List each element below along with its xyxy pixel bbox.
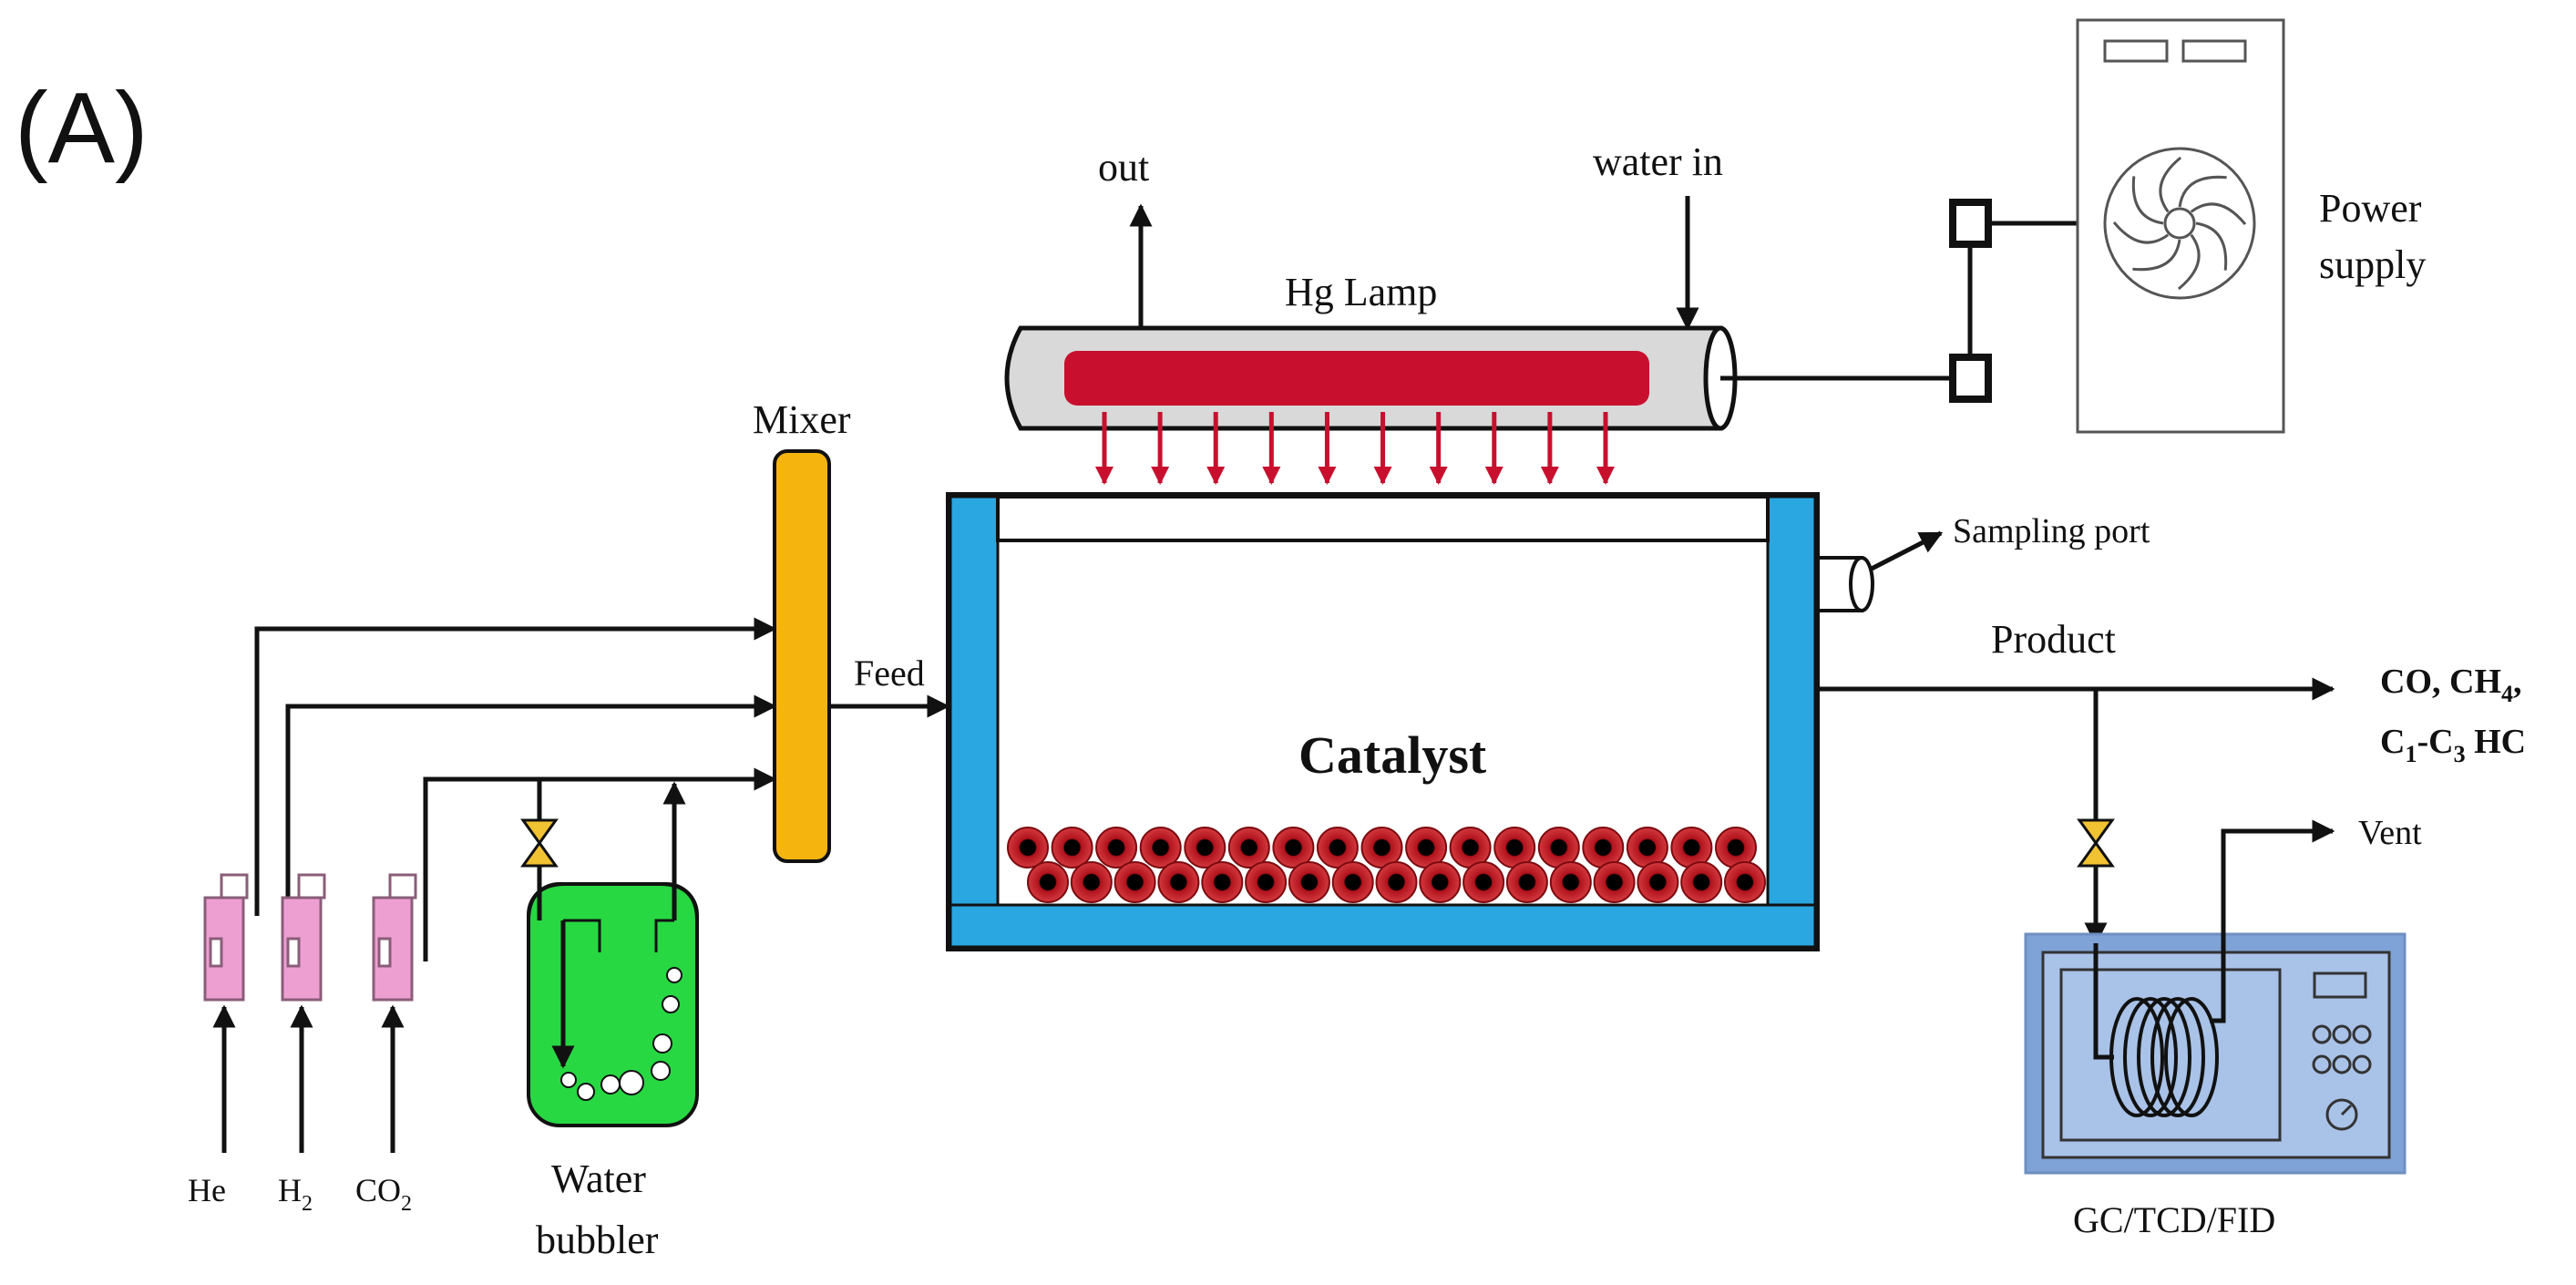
- bubbler-inner-right: [654, 919, 674, 952]
- gc-dial-needle: [2340, 1104, 2353, 1116]
- panel-label: (A): [15, 72, 149, 184]
- catalyst-pellet: [1184, 827, 1226, 869]
- gas-cylinder-he: [203, 873, 249, 1002]
- bubbler-label-line1: Water: [551, 1156, 646, 1201]
- gc-vent-line: [2210, 819, 2335, 1023]
- water-in-label: water in: [1593, 139, 1723, 184]
- gc-inlet-line: [2093, 943, 2114, 1060]
- fan-icon: [2103, 147, 2256, 300]
- feed-label: Feed: [854, 653, 925, 694]
- power-supply-label-line2: supply: [2319, 242, 2426, 287]
- reactor-window: [996, 495, 1770, 542]
- bubbler-inner-left: [563, 919, 601, 952]
- catalyst-pellet: [1505, 861, 1548, 903]
- fan-blade: [2159, 156, 2182, 213]
- lamp-name-label: Hg Lamp: [1285, 270, 1437, 314]
- gc-analyzer-label: GC/TCD/FID: [2073, 1199, 2275, 1240]
- bubbler-cap: [527, 882, 699, 921]
- catalyst-pellet: [1316, 827, 1359, 869]
- fan-blade: [2112, 221, 2170, 244]
- product-species-line1: CO, CH4,: [2380, 663, 2522, 707]
- gas-cylinder-h2: [281, 873, 326, 1002]
- power-slot-right: [2181, 39, 2247, 63]
- mixer-label: Mixer: [753, 397, 851, 442]
- catalyst-pellet: [1201, 861, 1244, 903]
- fan-blade: [2132, 239, 2181, 272]
- c3-subscript: 3: [2454, 741, 2466, 767]
- sampling-port-label: Sampling port: [1953, 512, 2150, 550]
- h2-line: [285, 694, 777, 920]
- vent-label: Vent: [2358, 814, 2422, 852]
- catalyst-pellet: [1139, 827, 1182, 869]
- catalyst-pellet: [1462, 861, 1505, 903]
- catalyst-pellet: [1051, 827, 1093, 869]
- catalyst-pellet: [1245, 861, 1288, 903]
- co2-line: [423, 767, 777, 961]
- reactor-wall-left: [949, 495, 1000, 907]
- catalyst-bed: [1007, 827, 1766, 903]
- power-slot-left: [2103, 39, 2169, 63]
- catalyst-pellet: [1070, 861, 1113, 903]
- catalyst-pellet: [1272, 827, 1315, 869]
- catalyst-pellet: [1007, 827, 1049, 869]
- ch4-subscript: 4: [2501, 681, 2513, 707]
- gas-flow-controllers: He H2 CO2: [188, 873, 417, 1216]
- catalyst-pellet: [1419, 861, 1462, 903]
- catalyst-pellet: [1375, 861, 1418, 903]
- catalyst-pellet: [1157, 861, 1200, 903]
- product-species-line2: C1-C3 HC: [2380, 723, 2526, 767]
- c1-subscript: 1: [2405, 741, 2417, 767]
- mixer: [773, 449, 831, 863]
- connector-top: [1949, 199, 1992, 248]
- catalyst-pellet: [1114, 861, 1156, 903]
- power-supply-label-line1: Power: [2319, 186, 2422, 231]
- gas-label-h2: H2: [278, 1172, 313, 1216]
- lamp-heating-element: [1064, 351, 1649, 406]
- fan-blade: [2178, 175, 2227, 208]
- power-supply: [1949, 18, 2285, 434]
- reactor: [946, 492, 1944, 951]
- catalyst-pellet: [1670, 827, 1713, 869]
- fan-blade: [2177, 233, 2201, 291]
- water-bubbler: [527, 882, 699, 1127]
- product-label: Product: [1991, 617, 2116, 662]
- uv-rays: [1095, 412, 1615, 485]
- bubbler-valve: [520, 818, 559, 868]
- fan-hub: [2163, 207, 2196, 240]
- gas-cylinder-co2: [372, 873, 417, 1002]
- bubbler-label-line2: bubbler: [536, 1218, 659, 1262]
- catalyst-pellet: [1095, 827, 1138, 869]
- sampling-port-opening: [1849, 556, 1874, 612]
- fan-blade: [2190, 202, 2247, 226]
- catalyst-pellet: [1637, 861, 1679, 903]
- gc-keypad: [2312, 1024, 2372, 1074]
- catalyst-pellet: [1680, 861, 1723, 903]
- sampling-port-arrow: [1868, 530, 1944, 572]
- gas-label-he: He: [188, 1172, 226, 1208]
- gc-valve: [2077, 818, 2115, 868]
- catalyst-label: Catalyst: [1298, 725, 1487, 785]
- fan-blade: [2131, 176, 2164, 225]
- connector-bottom: [1949, 354, 1992, 403]
- gc-analyzer: [2024, 819, 2407, 1175]
- catalyst-pellet: [1331, 861, 1374, 903]
- out-label: out: [1098, 145, 1149, 190]
- catalyst-pellet: [1715, 827, 1757, 869]
- he-line: [254, 617, 777, 916]
- catalyst-pellet: [1549, 861, 1592, 903]
- bubbles: [560, 967, 682, 1101]
- gc-display: [2313, 971, 2367, 999]
- catalyst-pellet: [1027, 861, 1069, 903]
- fan-blade: [2195, 221, 2228, 271]
- reactor-wall-right: [1766, 495, 1817, 907]
- catalyst-pellet: [1593, 861, 1636, 903]
- hg-lamp: [1004, 325, 1953, 485]
- catalyst-pellet: [1288, 861, 1330, 903]
- catalyst-pellet: [1227, 827, 1270, 869]
- gas-label-co2: CO2: [355, 1172, 412, 1216]
- reactor-base: [949, 903, 1817, 949]
- catalyst-pellet: [1724, 861, 1766, 903]
